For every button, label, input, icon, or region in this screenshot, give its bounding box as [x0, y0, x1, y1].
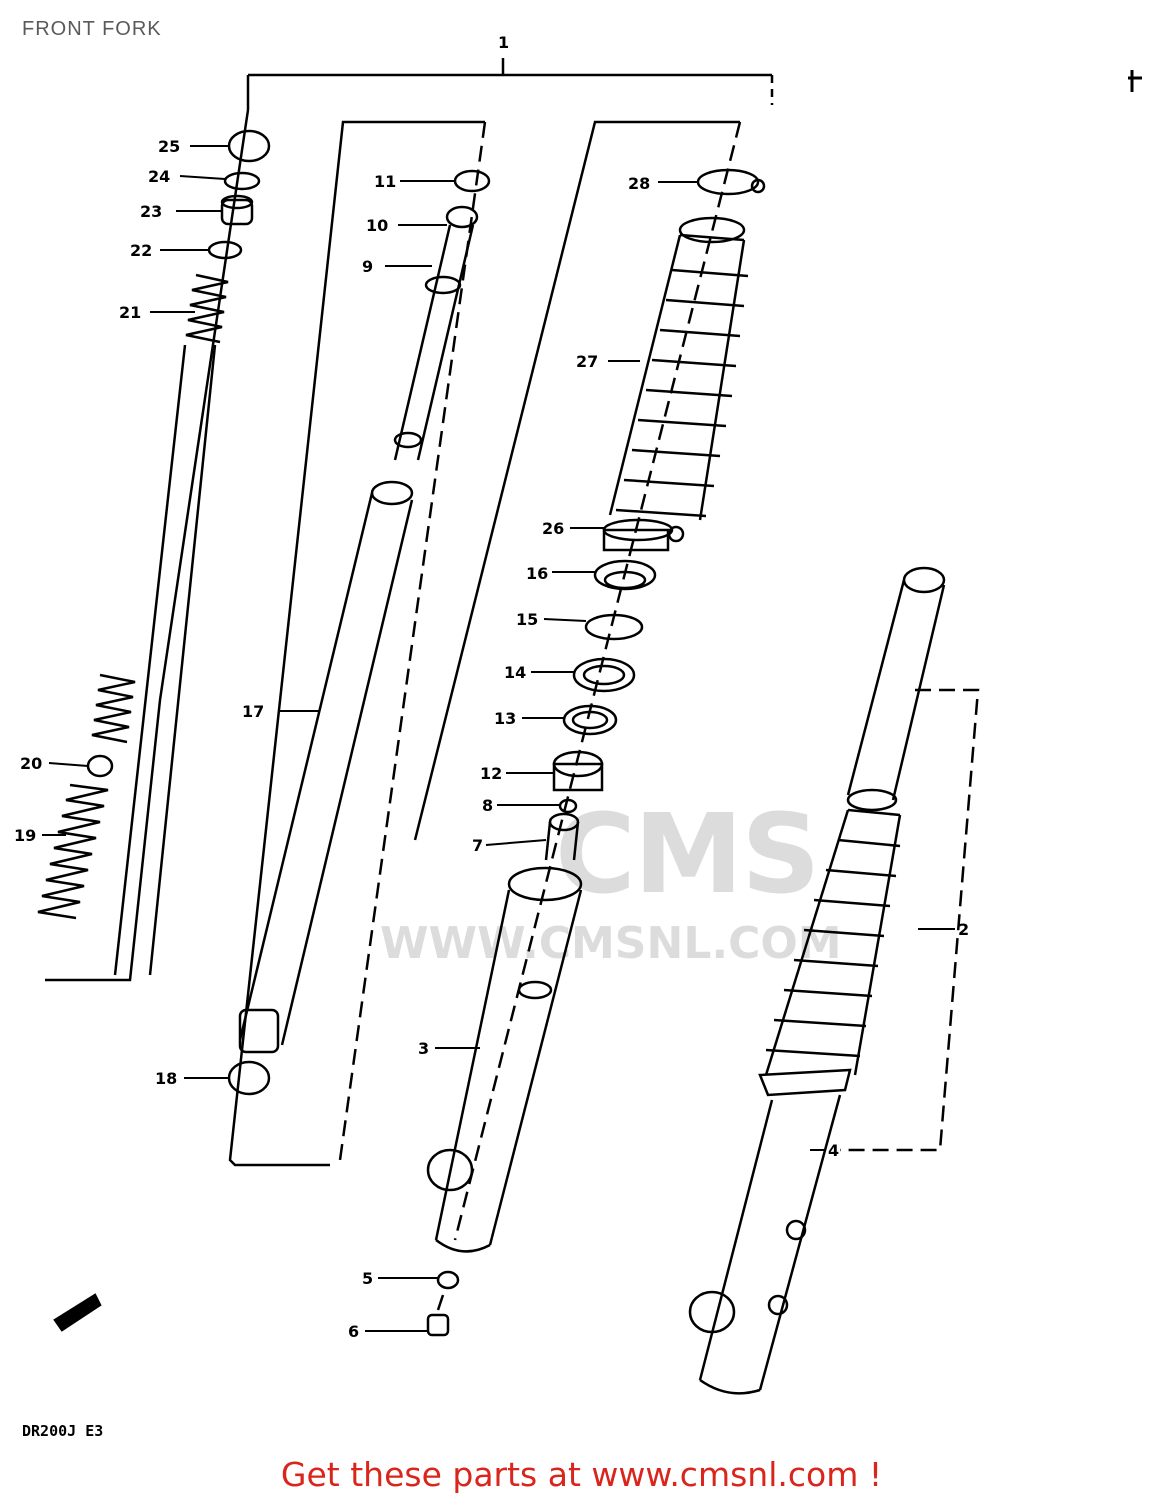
callout-23: 23 [140, 202, 162, 221]
callout-9: 9 [362, 257, 373, 276]
washer-20 [86, 754, 114, 778]
callout-1: 1 [498, 33, 509, 52]
callout-4: 4 [828, 1141, 839, 1160]
callout-26: 26 [542, 519, 564, 538]
callout-11: 11 [374, 172, 396, 191]
o-ring-24 [223, 171, 261, 191]
outer-tube-bracket [840, 688, 980, 1152]
spring-19 [37, 783, 109, 920]
callout-5: 5 [362, 1269, 373, 1288]
callout-20: 20 [20, 754, 42, 773]
outer-tube-4 [688, 1068, 852, 1395]
gasket-5 [436, 1270, 460, 1290]
bushing-13 [562, 704, 618, 736]
leader-lines [42, 145, 955, 1332]
damper-rod-left [113, 344, 217, 976]
get-parts-link[interactable]: Get these parts at www.cmsnl.com ! [280, 1455, 883, 1494]
callout-28: 28 [628, 174, 650, 193]
oil-lock-7 [544, 812, 580, 861]
ring-10 [445, 205, 479, 229]
ring-11 [453, 169, 491, 193]
callout-24: 24 [148, 167, 170, 186]
callout-12: 12 [480, 764, 502, 783]
circlip-15 [584, 613, 644, 641]
cap-18 [227, 1060, 271, 1096]
band-26 [602, 518, 685, 552]
callout-13: 13 [494, 709, 516, 728]
callout-6: 6 [348, 1322, 359, 1341]
callout-3: 3 [418, 1039, 429, 1058]
watermark-url: WWW.CMSNL.COM [380, 918, 842, 969]
inner-tube-17 [238, 480, 414, 1054]
clamp-28 [696, 168, 766, 196]
callout-labels: 1 2 3 4 5 6 7 8 9 10 11 12 13 14 15 16 1… [14, 33, 969, 1341]
right-group-outline [413, 120, 742, 1241]
callout-7: 7 [472, 836, 483, 855]
bolt-6 [426, 1294, 450, 1337]
ring-22 [207, 240, 243, 260]
rod-9 [393, 224, 475, 461]
plug-23 [220, 194, 254, 226]
cap-25 [227, 129, 271, 163]
watermark-logo: CMS [555, 790, 820, 918]
callout-16: 16 [526, 564, 548, 583]
callout-10: 10 [366, 216, 388, 235]
model-code: DR200J E3 [22, 1422, 104, 1440]
left-group-outline [45, 109, 250, 982]
page-title: FRONT FORK [22, 18, 162, 40]
callout-18: 18 [155, 1069, 177, 1088]
oil-seal-16 [593, 559, 657, 591]
callout-25: 25 [158, 137, 180, 156]
callout-8: 8 [482, 796, 493, 815]
bushing-12 [552, 750, 604, 792]
callout-17: 17 [242, 702, 264, 721]
spring-21 [185, 273, 229, 344]
callout-2: 2 [958, 920, 969, 939]
washer-14 [572, 657, 636, 693]
callout-27: 27 [576, 352, 598, 371]
callout-19: 19 [14, 826, 36, 845]
reference-mark-icon [1128, 70, 1142, 92]
fork-assembly-2 [764, 566, 946, 1076]
callout-22: 22 [130, 241, 152, 260]
callout-14: 14 [504, 663, 526, 682]
callout-15: 15 [516, 610, 538, 629]
front-arrow-icon [53, 1293, 102, 1332]
clip-8 [558, 798, 578, 814]
assembly-bracket-1 [246, 58, 774, 110]
center-group-outline [228, 120, 487, 1167]
spring-small [91, 673, 136, 744]
fork-boot-27 [608, 216, 749, 521]
outer-tube-3 [426, 866, 583, 1253]
callout-21: 21 [119, 303, 141, 322]
